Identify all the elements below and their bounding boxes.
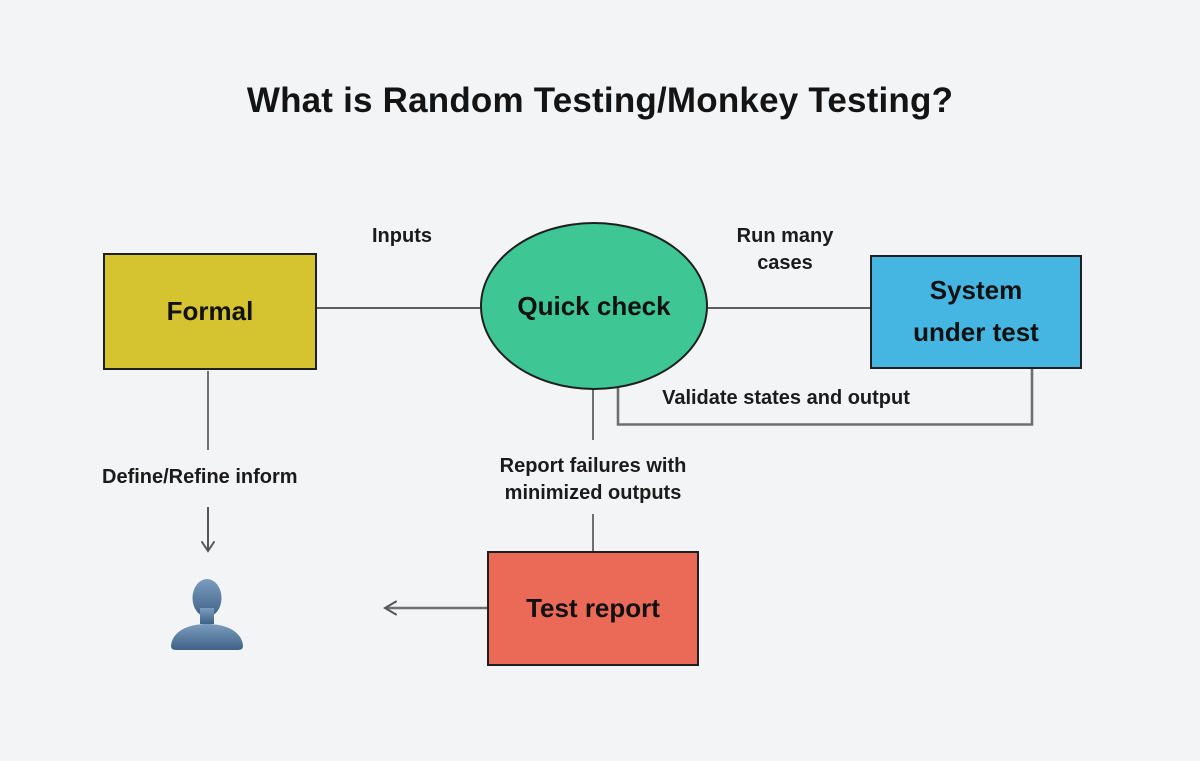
node-formal: Formal (103, 253, 317, 370)
edge-label-run-many-cases: Run many cases (736, 225, 834, 274)
node-system-under-test-label: System under test (913, 275, 1039, 347)
edge-label-report-failures: Report failures with minimized outputs (499, 455, 687, 504)
node-test-report: Test report (487, 551, 699, 666)
person-shoulders (171, 624, 243, 650)
node-quick-check-label: Quick check (517, 290, 671, 321)
edge-label-inputs: Inputs (372, 225, 432, 247)
page-title: What is Random Testing/Monkey Testing? (246, 81, 954, 120)
node-system-under-test: System under test (870, 255, 1082, 369)
edge-label-define-refine: Define/Refine inform (102, 466, 298, 488)
person-head (192, 579, 222, 617)
person-neck (200, 608, 214, 624)
node-test-report-label: Test report (526, 593, 660, 623)
down-arrowhead-icon (201, 541, 215, 553)
edge-label-validate-states: Validate states and output (662, 387, 910, 409)
left-arrowhead-icon (383, 600, 397, 616)
node-formal-label: Formal (166, 296, 254, 326)
node-quick-check: Quick check (480, 222, 708, 390)
person-icon (171, 579, 243, 650)
